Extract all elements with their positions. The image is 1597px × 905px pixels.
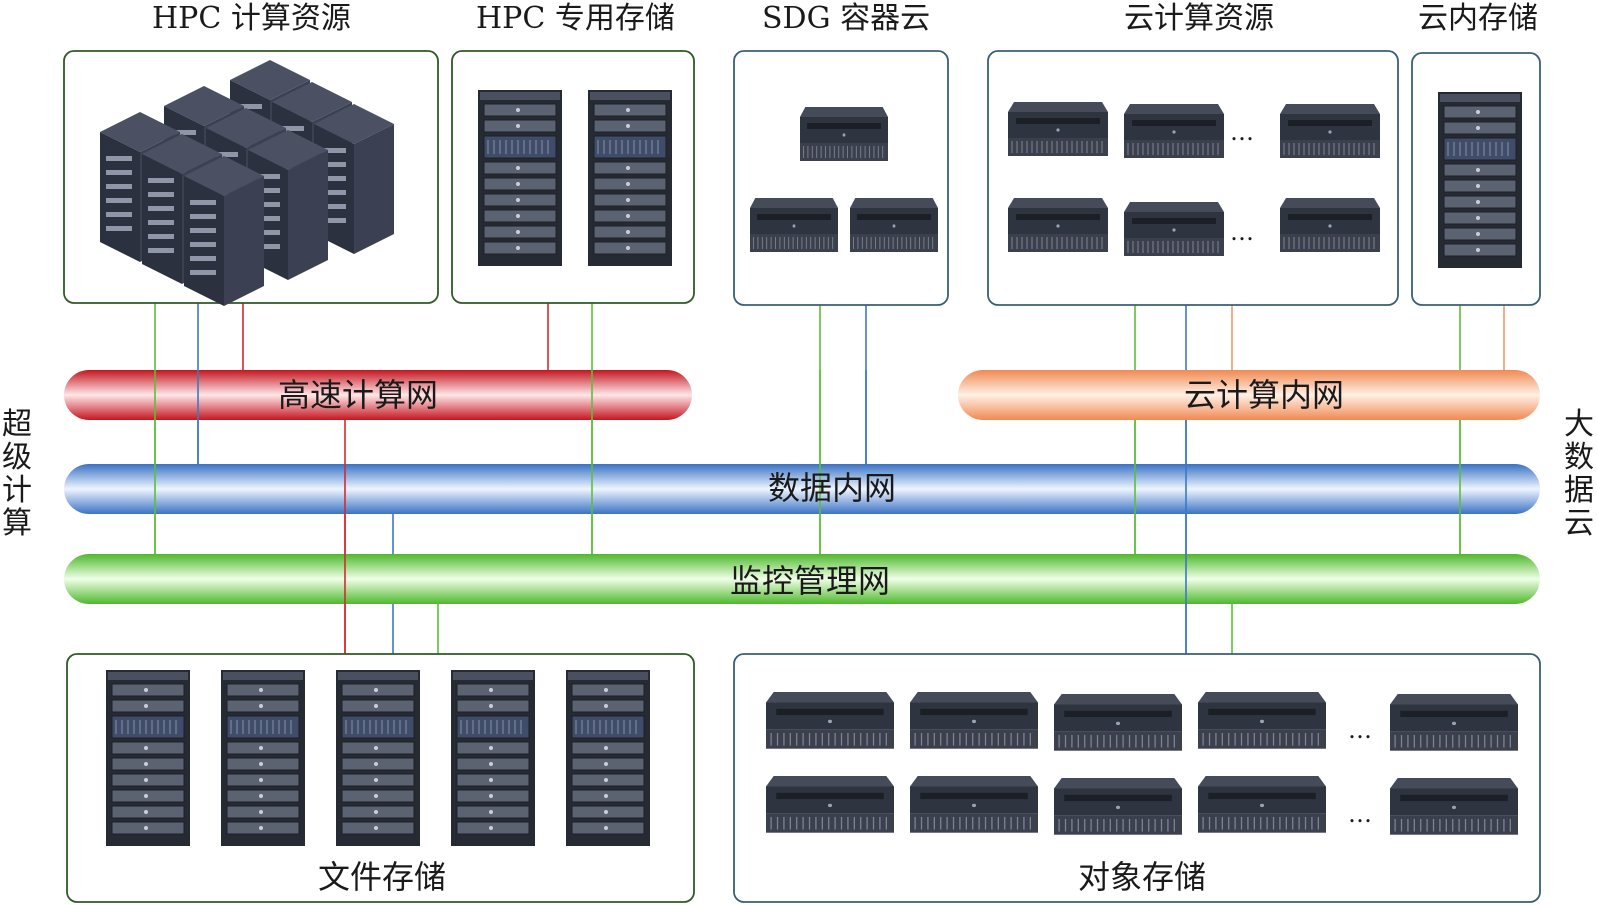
cloud-internal-network-bar: [958, 370, 1540, 420]
sdg-cloud-box: [733, 50, 949, 306]
ellipsis-cloud-row1: …: [1230, 118, 1256, 146]
network-label-monitoring: 监控管理网: [730, 562, 891, 600]
ellipsis-object-row2: …: [1348, 800, 1374, 828]
network-label-high-speed: 高速计算网: [278, 376, 439, 414]
label-object-storage: 对象存储: [1078, 858, 1207, 896]
title-cloud-compute: 云计算资源: [1124, 1, 1274, 36]
data-internal-network-bar: [64, 464, 1540, 514]
title-hpc-compute: HPC 计算资源: [152, 1, 351, 36]
side-label-bigdata-cloud: 大数据云: [1564, 407, 1594, 541]
network-label-cloud-internal: 云计算内网: [1184, 376, 1345, 414]
cloud-compute-box: [987, 50, 1399, 306]
ellipsis-object-row1: …: [1348, 716, 1374, 744]
high-speed-network-bar: [64, 370, 692, 420]
file-storage-racks: [105, 669, 651, 847]
monitoring-network-bar: [64, 554, 1540, 604]
cloud-storage-rack: [1437, 91, 1523, 269]
title-cloud-storage: 云内存储: [1418, 1, 1538, 36]
network-label-data-internal: 数据内网: [768, 469, 897, 507]
title-sdg-cloud: SDG 容器云: [762, 1, 931, 36]
title-hpc-storage: HPC 专用存储: [476, 1, 675, 36]
label-file-storage: 文件存储: [318, 858, 447, 896]
ellipsis-cloud-row2: …: [1230, 218, 1256, 246]
side-label-supercomputing: 超级计算: [2, 407, 32, 541]
